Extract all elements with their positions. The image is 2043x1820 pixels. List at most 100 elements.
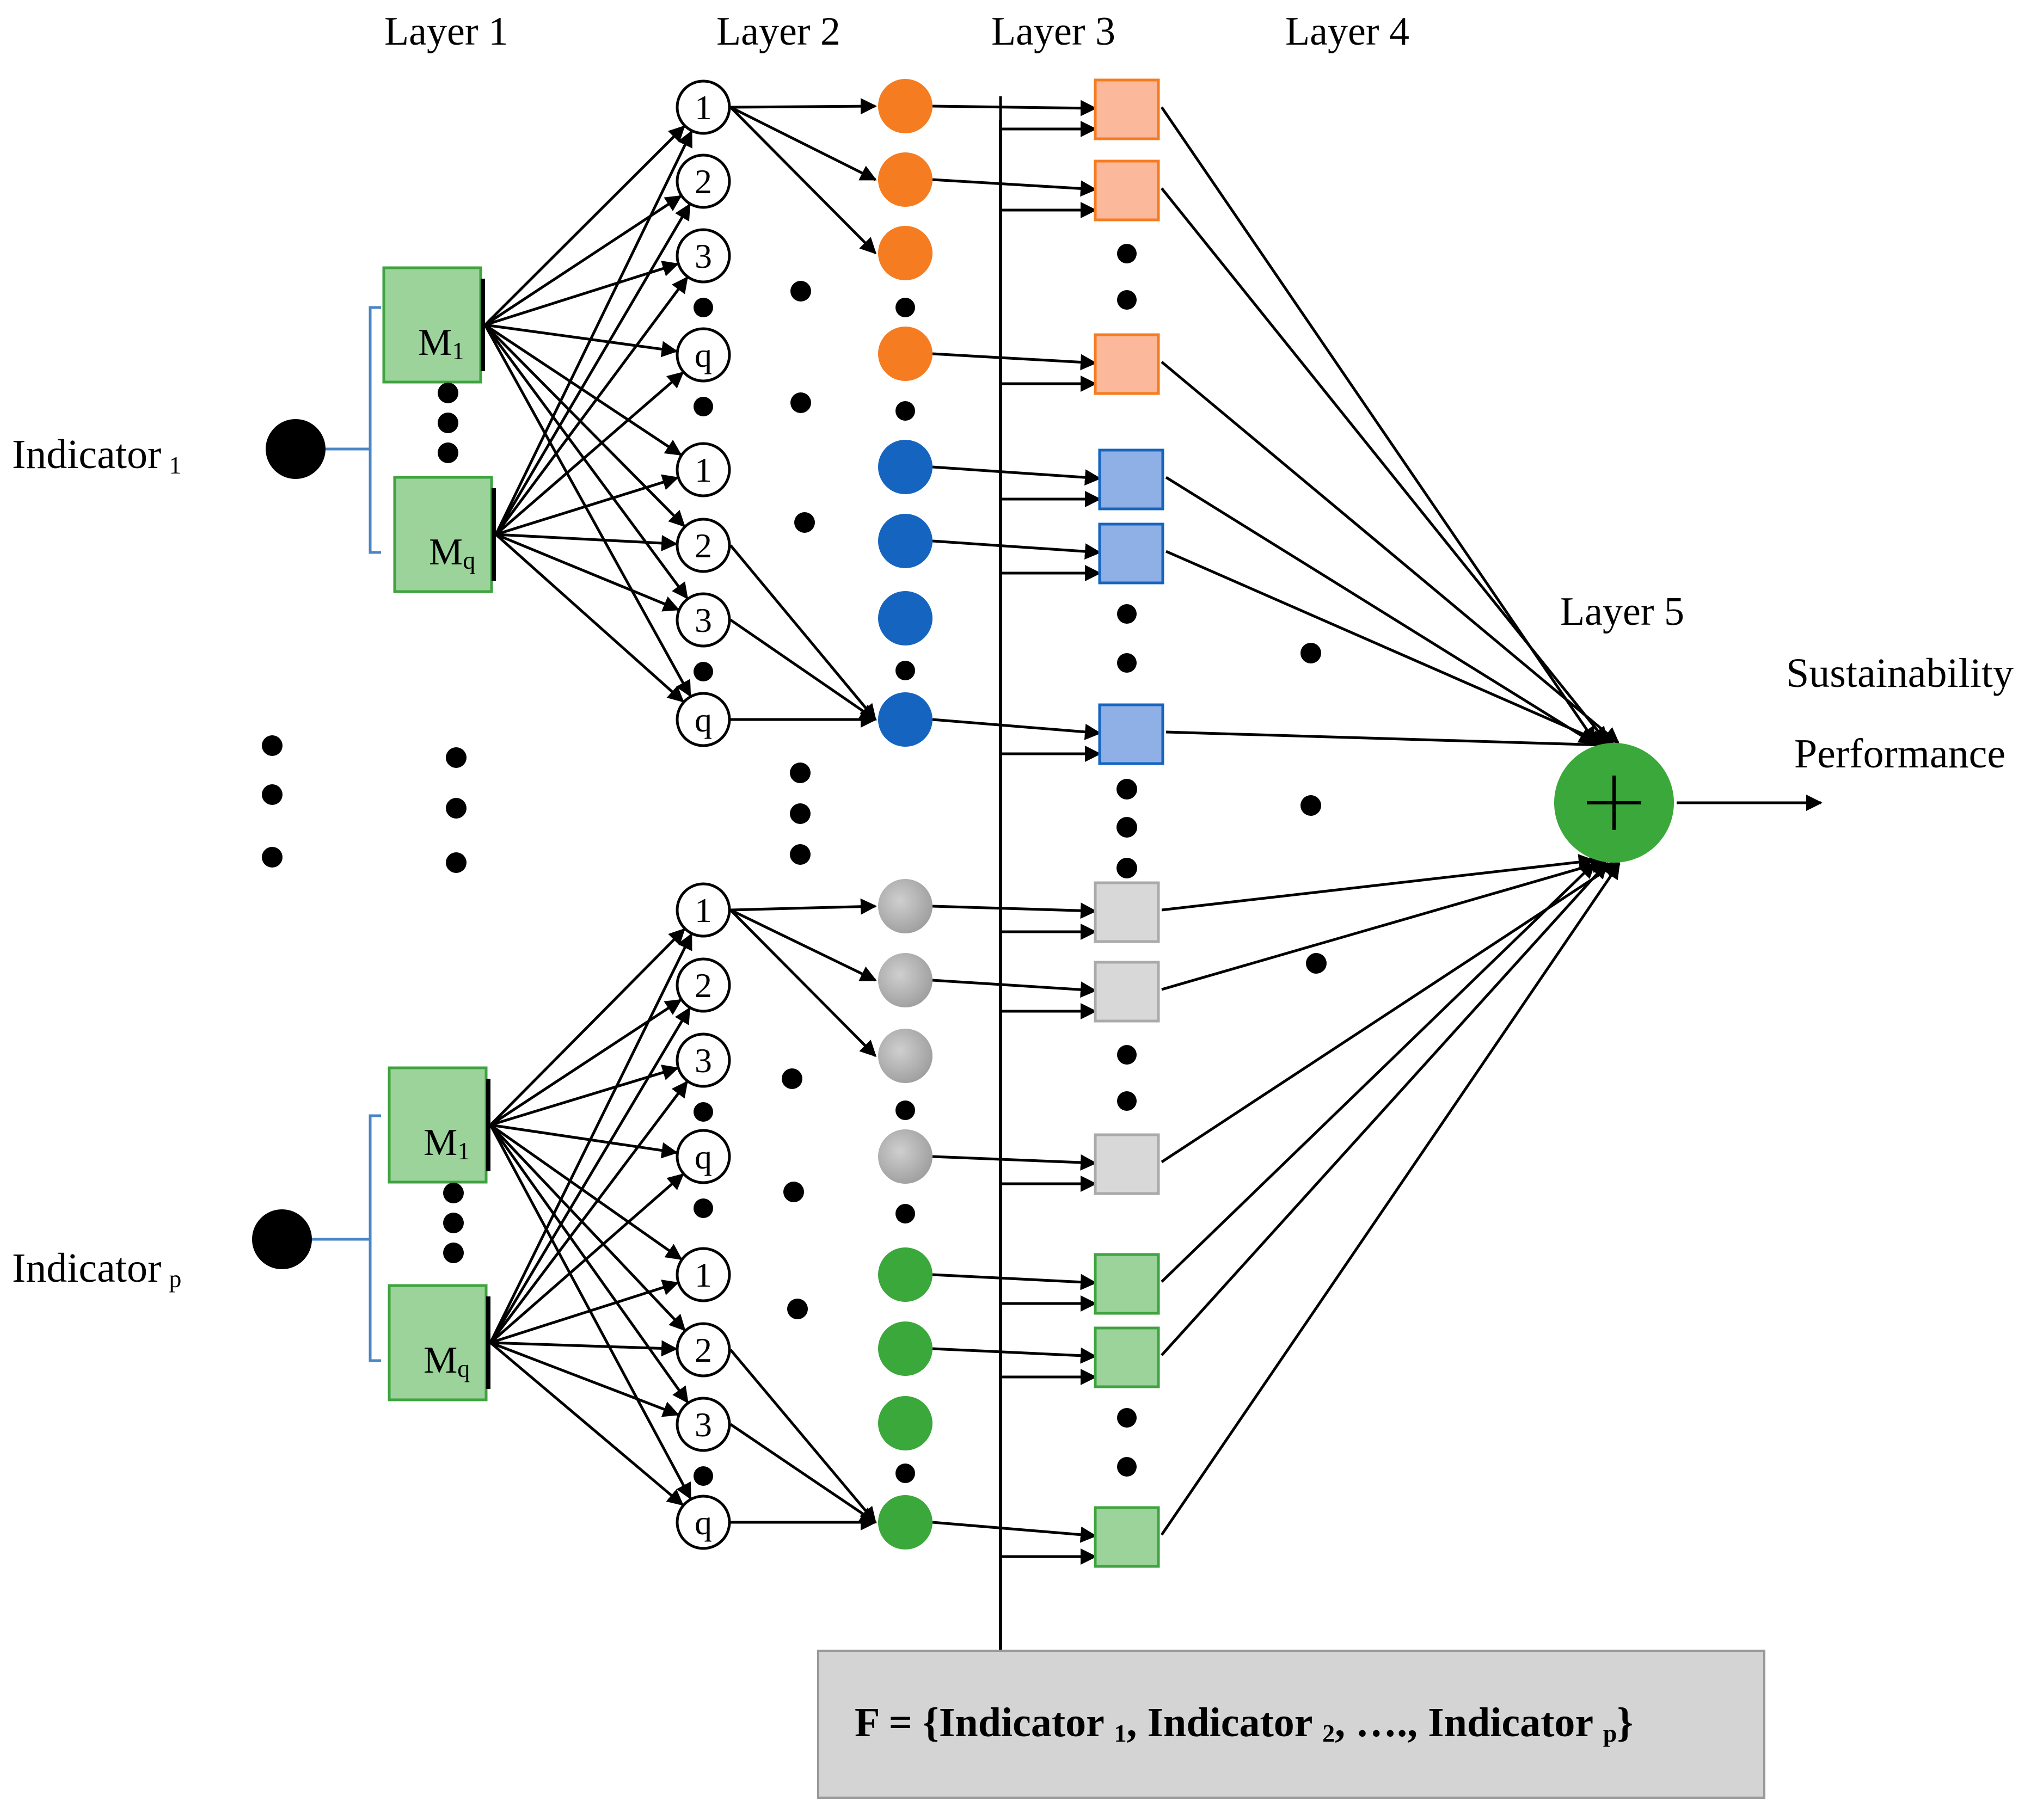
fuzzy-arrow	[484, 260, 679, 327]
ellipsis-dot	[895, 298, 915, 317]
layer-5-title: Layer 5	[1560, 589, 1684, 634]
fuzzy-arrow	[484, 324, 685, 527]
fuzzy-arrow	[484, 195, 682, 327]
fuzzy-arrow	[489, 928, 685, 1126]
ellipsis-dot	[1117, 1091, 1137, 1111]
fuzzy-arrow	[483, 324, 691, 697]
bracket-top	[326, 306, 381, 554]
ellipsis-dot	[446, 747, 467, 768]
fuzzy-arrow	[483, 324, 689, 600]
ellipsis-dot	[790, 281, 811, 302]
layer-1-title: Layer 1	[384, 9, 508, 54]
normalize-node-bottom-5	[878, 1321, 932, 1376]
membership-label-mq-bottom: Mq	[424, 1339, 470, 1382]
rule-node-label: 2	[695, 526, 712, 565]
consequent-square-top-2	[1094, 333, 1160, 395]
rule-node-bottom-3	[676, 1129, 731, 1184]
output-arrow	[1165, 476, 1596, 745]
consequent-arrow	[932, 1347, 1097, 1364]
normalize-node-top-4	[878, 440, 932, 494]
fuzzy-arrow	[489, 1007, 691, 1344]
rule-node-bottom-6	[676, 1397, 731, 1452]
ellipsis-dot	[262, 847, 283, 868]
consequent-square-top-1	[1094, 159, 1160, 222]
output-arrow	[1161, 862, 1608, 1356]
fuzzy-arrow	[489, 1173, 684, 1344]
fuzzy-arrow	[495, 474, 679, 536]
output-arrow	[1165, 730, 1619, 753]
normalize-node-top-7	[878, 692, 932, 747]
rule-node-bottom-7	[676, 1495, 731, 1550]
rule-node-top-6	[676, 592, 731, 648]
consequent-arrow	[932, 100, 1097, 116]
fuzzy-arrow	[490, 1065, 679, 1127]
output-arrow	[1161, 857, 1608, 991]
fuzzy-arrow	[484, 323, 678, 358]
output-label-line2: Performance	[1794, 731, 2005, 777]
fuzzy-arrow	[495, 533, 680, 612]
ellipsis-dot	[790, 763, 811, 783]
indicator-1-dot	[266, 419, 326, 479]
ellipsis-dot	[790, 844, 811, 865]
rule-node-label: 2	[695, 966, 712, 1005]
fuzzy-arrow	[494, 203, 691, 536]
ellipsis-dot	[1306, 953, 1327, 974]
ellipsis-dot	[1116, 858, 1137, 878]
rule-arrow	[729, 909, 877, 1057]
rule-node-bottom-1	[676, 957, 731, 1013]
consequent-arrow	[932, 465, 1101, 486]
output-arrow	[1161, 187, 1608, 744]
membership-label-mq-top: Mq	[429, 531, 475, 574]
rule-arrow	[730, 98, 877, 115]
rule-node-top-1	[676, 153, 731, 209]
layer-2-title: Layer 2	[716, 9, 840, 54]
formula-text: F = {Indicator 1, Indicator 2, …., Indic…	[855, 1700, 1633, 1747]
consequent-arrow	[932, 1154, 1097, 1171]
fuzzy-arrow	[489, 1342, 684, 1506]
membership-label-m1-bottom: M1	[424, 1122, 470, 1165]
rule-node-label: 3	[695, 601, 712, 640]
output-arrow	[1161, 361, 1620, 744]
rule-arrow	[729, 1349, 876, 1524]
ellipsis-dot	[783, 1182, 804, 1202]
ellipsis-dot	[1300, 643, 1321, 663]
membership-box-mq-bottom	[388, 1284, 488, 1401]
ellipsis-dot	[262, 784, 283, 805]
rule-node-label: q	[695, 700, 712, 739]
normalize-node-bottom-3	[878, 1129, 932, 1184]
normalize-node-bottom-1	[878, 953, 932, 1007]
rule-node-label: 1	[695, 451, 712, 489]
consequent-square-bottom-3	[1094, 1253, 1160, 1315]
ellipsis-dot	[895, 1204, 915, 1223]
consequent-square-bottom-4	[1094, 1326, 1160, 1388]
ellipsis-dot	[694, 1198, 713, 1218]
rule-node-top-7	[676, 692, 731, 747]
ellipsis-dot	[1117, 1457, 1137, 1477]
rule-node-label: 2	[695, 162, 712, 201]
layer-3-title: Layer 3	[991, 9, 1115, 54]
fuzzy-arrow	[484, 323, 682, 456]
ellipsis-dot	[694, 298, 713, 317]
ellipsis-dot	[790, 803, 811, 824]
bracket-bottom	[312, 1114, 381, 1362]
plus-icon	[1587, 776, 1641, 830]
rule-arrow	[730, 898, 877, 915]
ellipsis-dot	[446, 852, 467, 873]
normalize-node-bottom-7	[878, 1495, 932, 1550]
rule-node-bottom-5	[676, 1322, 731, 1378]
rule-node-label: 3	[695, 1405, 712, 1444]
fuzzy-arrow	[489, 1123, 683, 1261]
fuzzy-arrow	[484, 125, 685, 326]
ellipsis-dot	[443, 1243, 464, 1263]
consequent-square-top-0	[1094, 78, 1160, 140]
rule-node-label: 2	[695, 1331, 712, 1369]
ellipsis-dot	[262, 735, 283, 756]
ellipsis-dot	[1117, 244, 1137, 263]
ellipsis-dot	[790, 392, 811, 413]
rule-node-label: 3	[695, 1041, 712, 1080]
output-arrow	[1161, 854, 1596, 912]
consequent-square-top-5	[1098, 703, 1164, 765]
ellipsis-dot	[1117, 1045, 1137, 1065]
rule-node-label: 1	[695, 88, 712, 127]
